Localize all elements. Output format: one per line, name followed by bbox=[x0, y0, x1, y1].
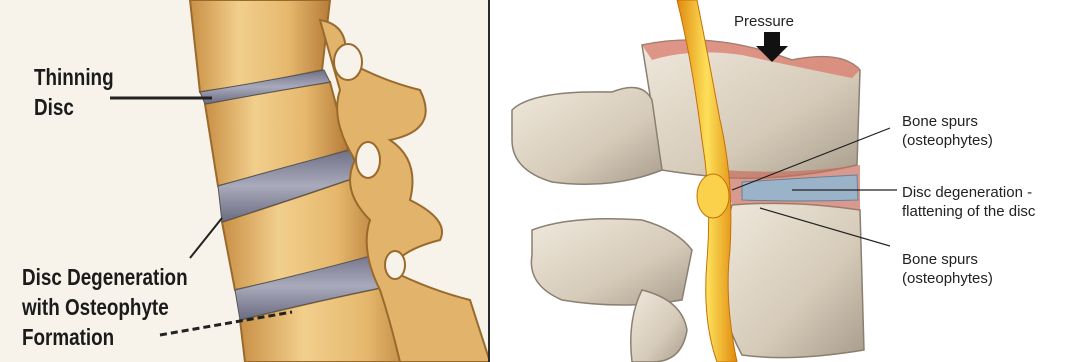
foramen-2 bbox=[356, 142, 380, 178]
vertebra-osteophyte-illustration bbox=[492, 0, 1074, 362]
left-illustration-panel: Thinning Disc Disc Degeneration with Ost… bbox=[0, 0, 490, 362]
label-bone-spurs-bottom-line2: (osteophytes) bbox=[902, 269, 993, 288]
label-degeneration-line1: Disc Degeneration bbox=[22, 262, 188, 292]
foramen-1 bbox=[334, 44, 362, 80]
label-bone-spurs-top-line1: Bone spurs bbox=[902, 112, 978, 131]
label-disc-degeneration-line1: Disc degeneration - bbox=[902, 183, 1032, 202]
label-thinning-disc-line1: Thinning bbox=[34, 62, 114, 92]
label-bone-spurs-top-line2: (osteophytes) bbox=[902, 131, 993, 150]
upper-posterior-element bbox=[512, 88, 662, 185]
label-pressure: Pressure bbox=[734, 12, 794, 31]
degeneration-leader-line-2 bbox=[190, 218, 222, 258]
label-thinning-disc-line2: Disc bbox=[34, 92, 74, 122]
lower-posterior-element bbox=[531, 219, 692, 305]
label-disc-degeneration-line2: flattening of the disc bbox=[902, 202, 1035, 221]
nerve-ganglion bbox=[697, 174, 729, 218]
label-bone-spurs-bottom-line1: Bone spurs bbox=[902, 250, 978, 269]
right-illustration-panel: Pressure Bone spurs (osteophytes) Disc d… bbox=[492, 0, 1074, 362]
label-degeneration-line3: Formation bbox=[22, 322, 114, 352]
lower-vertebral-body bbox=[720, 203, 865, 357]
foramen-3 bbox=[385, 251, 405, 279]
label-degeneration-line2: with Osteophyte bbox=[22, 292, 169, 322]
